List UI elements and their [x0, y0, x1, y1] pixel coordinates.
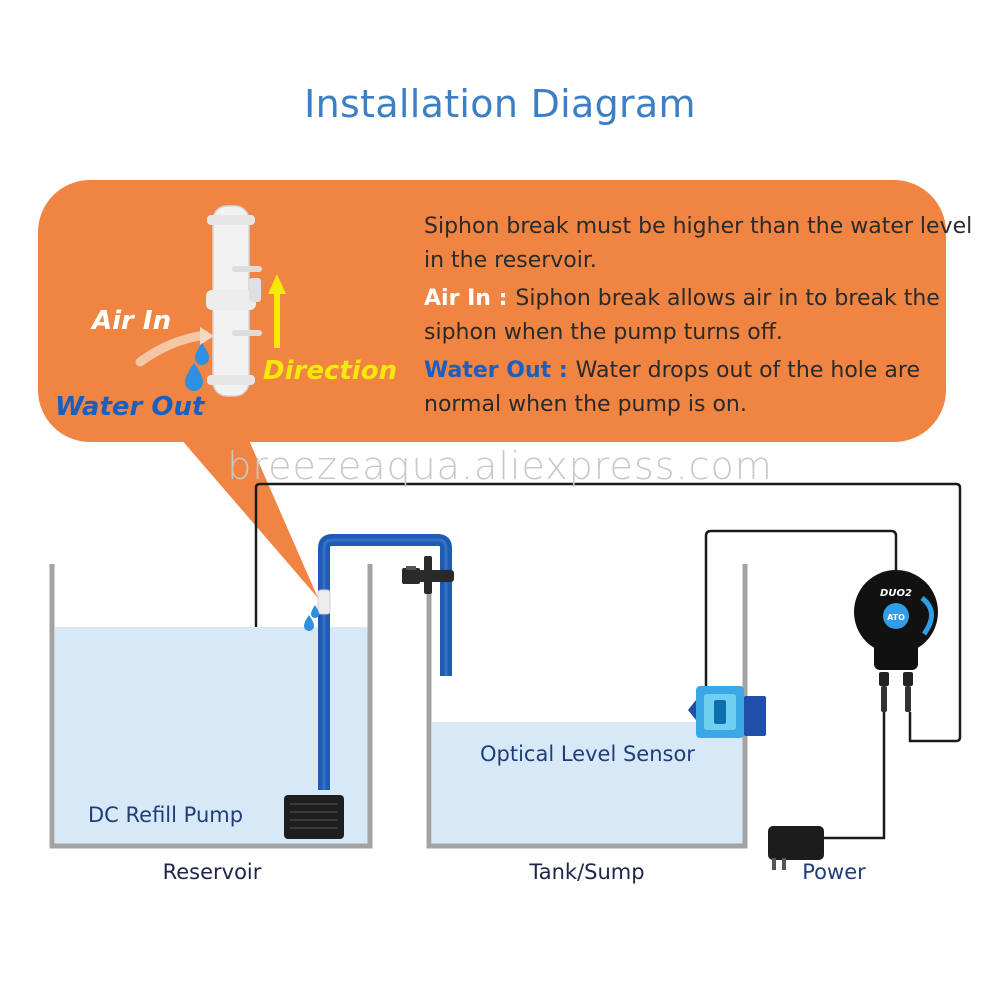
direction-arrow	[268, 274, 286, 348]
callout-text: Siphon break must be higher than the wat…	[424, 210, 984, 422]
air-in-label: Air In	[92, 306, 172, 336]
watermark: breezeaqua.aliexpress.com	[227, 444, 773, 488]
air-in-text: Siphon break allows air in to break the …	[424, 286, 940, 345]
page-title: Installation Diagram	[304, 82, 696, 126]
refill-pipe	[318, 534, 452, 790]
dc-plugs	[879, 672, 913, 712]
air-in-note: Air In :Siphon break allows air in to br…	[424, 282, 984, 350]
water-out-label: Water Out	[55, 392, 205, 422]
air-in-arrow	[135, 327, 214, 367]
air-in-key: Air In :	[424, 286, 508, 311]
reservoir-label: Reservoir	[162, 860, 262, 884]
pipe-holder-clip	[402, 556, 454, 594]
water-drops-icon	[185, 343, 209, 391]
power-label: Power	[802, 860, 866, 884]
sensor-label: Optical Level Sensor	[480, 742, 695, 766]
pump-label: DC Refill Pump	[88, 803, 244, 827]
dc-refill-pump	[284, 795, 344, 839]
power-adapter-icon	[768, 826, 824, 870]
water-out-text: Water drops out of the hole are normal w…	[424, 358, 920, 417]
siphon-break-detail	[206, 205, 262, 397]
cables	[254, 482, 962, 840]
water-out-note: Water Out :Water drops out of the hole a…	[424, 354, 984, 422]
controller-brand: DUO2	[880, 588, 912, 599]
direction-label: Direction	[263, 356, 398, 386]
tank-label: Tank/Sump	[529, 860, 645, 884]
controller-ato-button[interactable]: ATO	[887, 613, 905, 622]
callout-bubble	[38, 180, 946, 598]
siphon-intro: Siphon break must be higher than the wat…	[424, 214, 973, 273]
optical-level-sensor	[688, 686, 766, 738]
ato-controller	[854, 570, 938, 670]
water-out-key: Water Out :	[424, 358, 568, 383]
siphon-break-fitting	[304, 589, 331, 631]
